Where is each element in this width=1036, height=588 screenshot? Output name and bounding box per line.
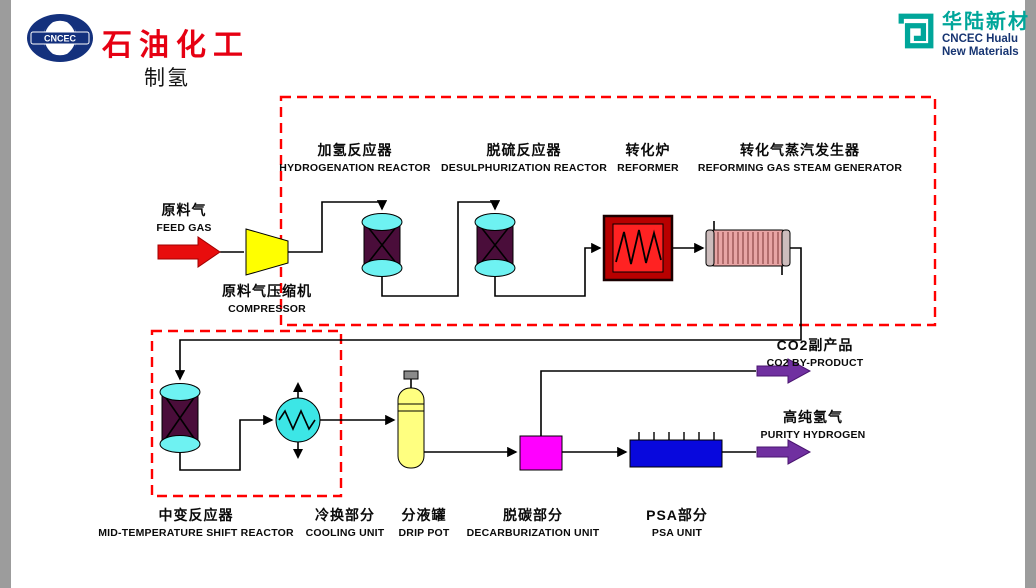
label-en: COMPRESSOR [228, 303, 306, 315]
label-cn: 高纯氢气 [783, 409, 843, 425]
label-hydrogenation-reactor: 加氢反应器 HYDROGENATION REACTOR [279, 140, 430, 174]
decarburization-symbol [519, 435, 563, 471]
steam-generator-tubes [717, 232, 779, 264]
highlight-box-shift-section [150, 329, 343, 498]
cooler-coil [278, 409, 316, 431]
purity-hydrogen-arrow [756, 439, 812, 465]
pipe-hydrogenation-to-desulphurization [381, 200, 501, 297]
hualu-brand-block: 华陆新材 CNCEC Hualu New Materials [897, 12, 1030, 59]
label-cn: PSA部分 [646, 507, 708, 523]
label-psa-unit: PSA部分 PSA UNIT [646, 505, 708, 539]
label-compressor: 原料气压缩机 COMPRESSOR [222, 281, 312, 315]
label-co2-byproduct: CO2副产品 CO2 BY-PRODUCT [767, 335, 864, 369]
pipe-desulphurization-to-reformer [494, 242, 602, 297]
label-cooling-unit: 冷换部分 COOLING UNIT [306, 505, 385, 539]
hualu-name-en-line1: CNCEC Hualu [942, 33, 1019, 45]
psa-column-ticks [638, 432, 715, 440]
label-reformer: 转化炉 REFORMER [617, 140, 679, 174]
label-en: HYDROGENATION REACTOR [279, 162, 431, 174]
steam-generator-right-cap [781, 229, 791, 267]
right-gray-bar [1025, 0, 1036, 588]
psa-unit-symbol [629, 432, 723, 468]
feed-gas-arrow [157, 236, 221, 268]
reformer-coil [615, 229, 662, 265]
steam-generator-left-cap [705, 229, 715, 267]
pipe-shift-reactor-to-cooler [179, 414, 274, 471]
label-cn: 脱碳部分 [503, 507, 563, 523]
label-cn: 原料气 [161, 202, 207, 218]
label-cn: CO2副产品 [776, 337, 854, 353]
label-en: DESULPHURIZATION REACTOR [441, 162, 607, 174]
cncec-logo-banner [30, 31, 90, 45]
label-en: PSA UNIT [651, 527, 703, 539]
compressor-symbol [245, 228, 289, 276]
hualu-text-block: 华陆新材 CNCEC Hualu New Materials [942, 12, 1030, 59]
label-en: DRIP POT [398, 527, 450, 539]
left-gray-bar [0, 0, 11, 588]
label-en: PURITY HYDROGEN [760, 429, 866, 441]
cncec-logo-text: CNCEC [44, 34, 77, 44]
label-en: REFORMER [617, 162, 679, 174]
cooler-up-arrow [293, 382, 303, 392]
drip-pot-top-cap [403, 370, 419, 380]
cncec-logo-icon: CNCEC [26, 12, 94, 69]
label-en: REFORMING GAS STEAM GENERATOR [697, 162, 903, 174]
label-desulphurization-reactor: 脱硫反应器 DESULPHURIZATION REACTOR [441, 140, 607, 174]
pipe-steam-generator-to-shift-reactor [174, 247, 802, 381]
drip-pot-symbol [397, 370, 425, 469]
pipe-compressor-to-hydrogenation [288, 200, 388, 253]
hydrogenation-reactor-symbol [361, 213, 403, 277]
cooler-symbol [275, 382, 321, 459]
label-steam-generator: 转化气蒸汽发生器 REFORMING GAS STEAM GENERATOR [698, 140, 902, 174]
steam-generator-symbol [705, 221, 791, 275]
label-en: FEED GAS [156, 222, 212, 234]
label-cn: 中变反应器 [158, 507, 234, 523]
pipe-decarburization-to-co2 [540, 370, 756, 436]
pipes [174, 200, 802, 471]
label-cn: 转化气蒸汽发生器 [740, 142, 860, 158]
hualu-logo-spiral [898, 13, 934, 49]
page-title: 制氢 [144, 67, 190, 90]
shift-reactor-symbol [159, 383, 201, 453]
label-en: CO2 BY-PRODUCT [766, 357, 864, 369]
hualu-name-en-line2: New Materials [942, 46, 1019, 58]
label-cn: 分液罐 [401, 507, 447, 523]
label-decarburization-unit: 脱碳部分 DECARBURIZATION UNIT [467, 505, 600, 539]
hualu-name-cn: 华陆新材 [942, 11, 1030, 33]
hualu-logo-icon [898, 13, 934, 49]
label-cn: 加氢反应器 [317, 142, 393, 158]
co2-byproduct-arrow [756, 358, 812, 384]
brand-left-title: 石油化工 [102, 29, 250, 62]
label-feed-gas: 原料气 FEED GAS [156, 200, 211, 234]
label-en: COOLING UNIT [305, 527, 385, 539]
label-cn: 脱硫反应器 [486, 142, 562, 158]
desulphurization-reactor-symbol [474, 213, 516, 277]
highlight-box-top-section [279, 95, 937, 327]
cooler-down-arrow [293, 449, 303, 459]
label-en: DECARBURIZATION UNIT [466, 527, 600, 539]
reformer-symbol [602, 214, 674, 282]
label-shift-reactor: 中变反应器 MID-TEMPERATURE SHIFT REACTOR [98, 505, 294, 539]
label-cn: 转化炉 [625, 142, 671, 158]
label-cn: 冷换部分 [315, 507, 375, 523]
label-cn: 原料气压缩机 [222, 283, 312, 299]
label-purity-hydrogen: 高纯氢气 PURITY HYDROGEN [761, 407, 866, 441]
label-en: MID-TEMPERATURE SHIFT REACTOR [98, 527, 294, 539]
label-drip-pot: 分液罐 DRIP POT [399, 505, 450, 539]
